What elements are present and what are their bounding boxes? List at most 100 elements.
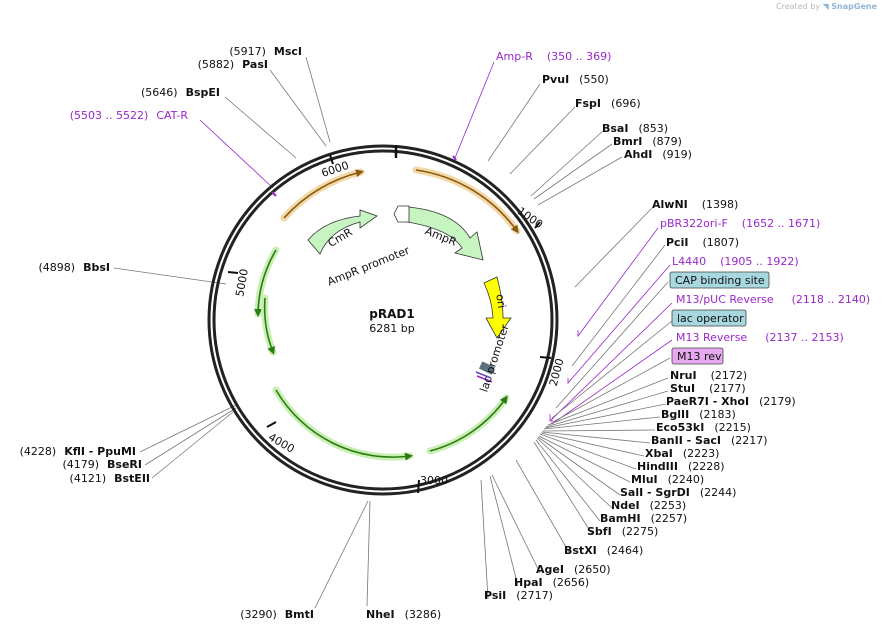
leader-bseri bbox=[144, 407, 237, 466]
tick-mark-1000 bbox=[534, 221, 541, 229]
orf-green3-arc bbox=[275, 389, 413, 461]
primer-m13rev[interactable]: M13 Reverse(2137 .. 2153) bbox=[676, 331, 844, 344]
leader-pcii bbox=[571, 244, 666, 367]
leader-sali bbox=[537, 436, 621, 496]
m13-rev-label: M13 rev bbox=[677, 350, 722, 363]
leader-xbai bbox=[540, 432, 645, 457]
site-psii[interactable]: PsiI(2717) bbox=[484, 589, 553, 602]
snapgene-logo-icon: ◥ bbox=[822, 2, 829, 11]
tick-mark-3000 bbox=[417, 479, 420, 494]
leader-m13puc bbox=[549, 302, 673, 422]
site-mlui[interactable]: MluI(2240) bbox=[631, 473, 704, 486]
site-pvui[interactable]: PvuI(550) bbox=[542, 73, 609, 86]
site-bamhi[interactable]: BamHI(2257) bbox=[600, 512, 687, 525]
tick-mark-6000 bbox=[329, 154, 334, 165]
plasmid-length: 6281 bp bbox=[369, 322, 414, 335]
leader-paer7i bbox=[544, 403, 667, 429]
orf-green2-arc bbox=[263, 297, 275, 355]
site-bsai[interactable]: BsaI(853) bbox=[602, 122, 668, 135]
orf-green4-arc bbox=[429, 395, 508, 452]
site-bsteii[interactable]: (4121)BstEII bbox=[70, 472, 150, 485]
leader-mlui bbox=[538, 435, 631, 483]
tick-3000: 3000 bbox=[420, 474, 448, 487]
leader-eco53ki bbox=[542, 429, 656, 432]
site-msci[interactable]: (5917)MscI bbox=[229, 45, 302, 58]
site-bseri[interactable]: (4179)BseRI bbox=[62, 458, 142, 471]
site-bbsi[interactable]: (4898)BbsI bbox=[39, 261, 110, 274]
ori-feature-arrow[interactable] bbox=[483, 276, 512, 339]
ampr-primer-marker bbox=[452, 155, 457, 161]
cap-binding-site-box[interactable] bbox=[669, 271, 770, 289]
site-eco53ki[interactable]: Eco53kI(2215) bbox=[656, 421, 751, 434]
tick-mark-4000 bbox=[266, 421, 277, 428]
leader-hindiii bbox=[539, 433, 637, 470]
leader-lines bbox=[113, 56, 673, 609]
leader-pbr322 bbox=[577, 227, 659, 338]
leader-nrui bbox=[547, 377, 669, 426]
ampr-promoter-label: AmpR promoter bbox=[326, 244, 412, 289]
leader-bmti bbox=[314, 500, 369, 609]
ampr-feature-arrow[interactable] bbox=[406, 206, 484, 261]
m13-primer-glyph bbox=[476, 375, 493, 383]
leader-bmri bbox=[533, 143, 613, 200]
site-bspei[interactable]: (5646)BspEI bbox=[141, 86, 220, 99]
site-fspi[interactable]: FspI(696) bbox=[575, 97, 641, 110]
credit-prefix: Created by bbox=[776, 2, 821, 11]
site-xbai[interactable]: XbaI(2223) bbox=[645, 447, 719, 460]
m13-rev-box[interactable] bbox=[671, 347, 724, 365]
leader-kfli bbox=[139, 403, 239, 453]
primer-ampr[interactable]: Amp-R(350 .. 369) bbox=[496, 50, 611, 63]
tick-5000: 5000 bbox=[233, 268, 251, 298]
site-agei[interactable]: AgeI(2650) bbox=[536, 563, 611, 576]
cmr-feature-arrow[interactable] bbox=[307, 209, 378, 255]
primer-pbr322[interactable]: pBR322ori-F(1652 .. 1671) bbox=[660, 217, 820, 230]
backbone-outer bbox=[207, 144, 559, 496]
site-hpai[interactable]: HpaI(2656) bbox=[514, 576, 589, 589]
leader-bsai bbox=[530, 130, 604, 197]
site-banii[interactable]: BanII - SacI(2217) bbox=[651, 434, 768, 447]
leader-bsteii bbox=[151, 411, 234, 479]
site-bstxi[interactable]: BstXI(2464) bbox=[564, 544, 643, 557]
cap-binding-site-label: CAP binding site bbox=[675, 274, 765, 287]
primer-m13puc[interactable]: M13/pUC Reverse(2118 .. 2140) bbox=[676, 293, 870, 306]
leader-ahdi bbox=[537, 156, 623, 206]
site-kfli[interactable]: (4228)KflI - PpuMI bbox=[20, 445, 136, 458]
orf-green1-arc bbox=[254, 249, 277, 317]
site-bmri[interactable]: BmrI(879) bbox=[613, 135, 682, 148]
site-sali[interactable]: SalI - SgrDI(2244) bbox=[620, 486, 736, 499]
primer-l4440[interactable]: L4440(1905 .. 1922) bbox=[672, 255, 799, 268]
tick-mark-5000 bbox=[227, 271, 239, 274]
leader-sbfi bbox=[533, 441, 593, 535]
primer-catr[interactable]: (5503 .. 5522)CAT-R bbox=[70, 109, 189, 122]
backbone-inner bbox=[212, 149, 554, 491]
site-bglii[interactable]: BglII(2183) bbox=[661, 408, 736, 421]
site-sbfi[interactable]: SbfI(2275) bbox=[587, 525, 658, 538]
catr-primer-marker bbox=[271, 191, 277, 197]
site-hindiii[interactable]: HindIII(2228) bbox=[637, 460, 725, 473]
site-pcii[interactable]: PciI(1807) bbox=[666, 236, 739, 249]
ampr-promoter-feature[interactable] bbox=[393, 205, 410, 223]
leader-stui bbox=[545, 390, 669, 428]
leader-bspei bbox=[224, 96, 297, 159]
site-stui[interactable]: StuI(2177) bbox=[670, 382, 746, 395]
leader-nhei bbox=[366, 500, 371, 607]
site-alwni[interactable]: AlwNI(1398) bbox=[652, 198, 738, 211]
site-paer7i[interactable]: PaeR7I - XhoI(2179) bbox=[666, 395, 796, 408]
leader-m13revbox bbox=[552, 357, 671, 423]
leader-msci bbox=[305, 56, 331, 143]
leader-pasi bbox=[269, 69, 327, 147]
site-nhei[interactable]: NheI(3286) bbox=[366, 608, 441, 621]
site-nrui[interactable]: NruI(2172) bbox=[670, 369, 747, 382]
leader-hpai bbox=[489, 475, 519, 587]
site-ahdi[interactable]: AhdI(919) bbox=[624, 148, 692, 161]
site-ndei[interactable]: NdeI(2253) bbox=[611, 499, 686, 512]
lac-operator-box[interactable] bbox=[671, 309, 747, 327]
leader-bamhi bbox=[535, 439, 601, 522]
leader-banii bbox=[541, 431, 651, 444]
leader-ampr-primer bbox=[454, 61, 495, 159]
site-bmti[interactable]: (3290)BmtI bbox=[240, 608, 314, 621]
tick-mark-2000 bbox=[539, 356, 552, 359]
leader-psii bbox=[480, 479, 489, 600]
site-pasi[interactable]: (5882)PasI bbox=[198, 58, 268, 71]
